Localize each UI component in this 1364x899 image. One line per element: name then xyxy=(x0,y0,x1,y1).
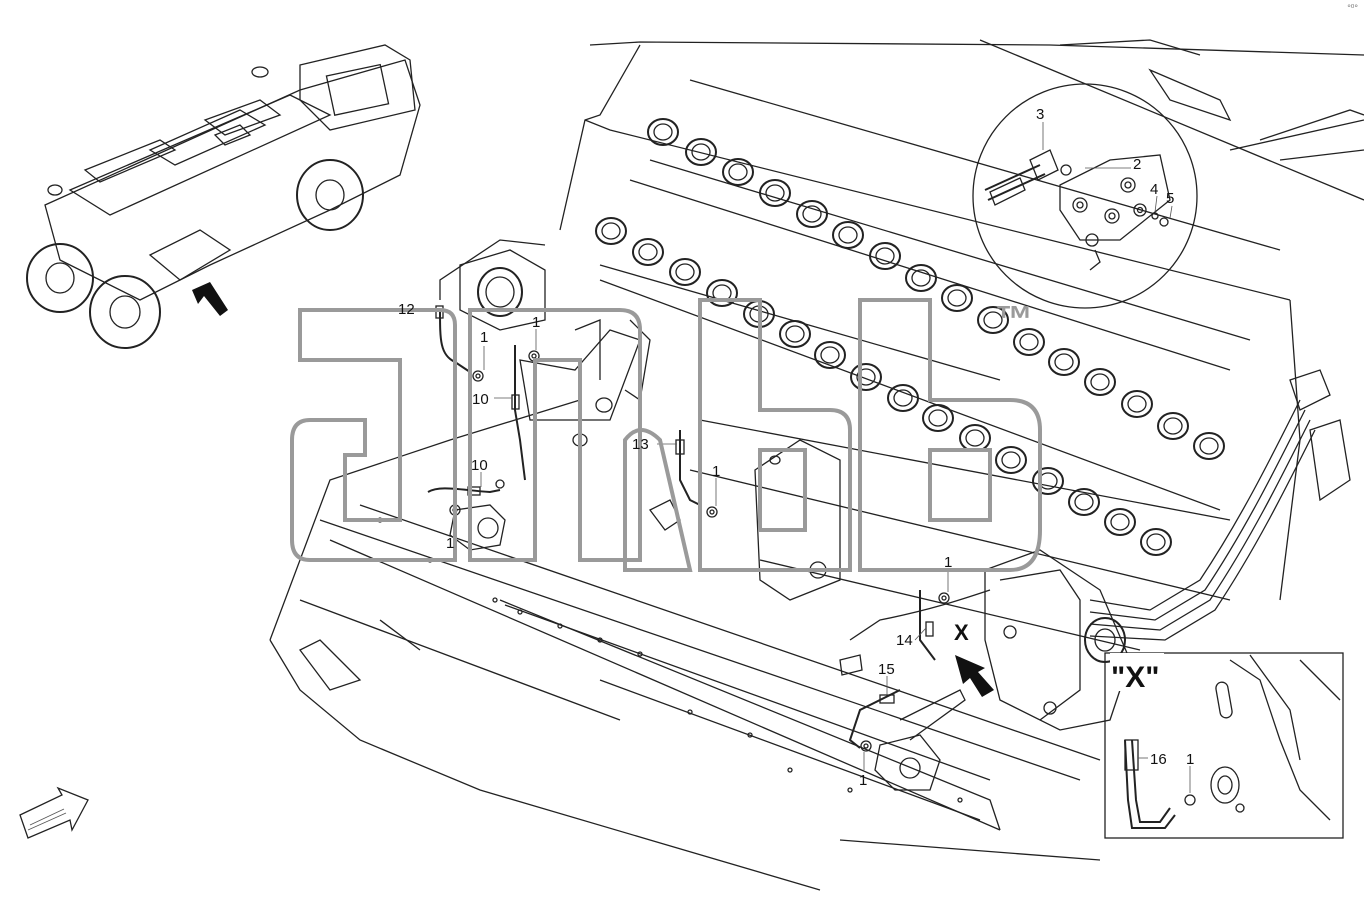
detail-view-label: "X" xyxy=(1111,661,1159,694)
callout-labels: 3 2 4 5 12 1 1 10 10 1 13 1 1 14 15 1 16… xyxy=(398,106,1194,789)
callout-label: 4 xyxy=(1150,181,1158,198)
callout-label: 14 xyxy=(896,632,913,649)
main-frame-assembly xyxy=(269,39,1364,891)
callout-label: 3 xyxy=(1036,106,1044,123)
callout-label: 1 xyxy=(1186,751,1194,768)
callout-label: 1 xyxy=(532,314,540,331)
callout-label: 10 xyxy=(471,457,488,474)
amb-watermark: ™ xyxy=(290,298,1042,572)
corner-mark: °⁰° xyxy=(1347,3,1358,13)
callout-label: 2 xyxy=(1133,156,1141,173)
machine-overview-thumbnail xyxy=(26,44,421,349)
detail-view-x-box xyxy=(1104,652,1344,839)
callout-label: 13 xyxy=(632,436,649,453)
trademark-symbol: ™ xyxy=(995,299,1033,341)
callout-label: 16 xyxy=(1150,751,1167,768)
callout-label: 15 xyxy=(878,661,895,678)
callout-label: 1 xyxy=(712,463,720,480)
callout-label: 1 xyxy=(859,772,867,789)
circular-detail-view xyxy=(972,83,1198,309)
orientation-arrow xyxy=(19,786,89,839)
view-direction-arrow-x xyxy=(955,655,994,697)
callout-label: 1 xyxy=(480,329,488,346)
callout-label: 5 xyxy=(1166,190,1174,207)
callout-label: 1 xyxy=(446,535,454,552)
callout-label: 10 xyxy=(472,391,489,408)
callout-label: 1 xyxy=(944,554,952,571)
drum-teeth-row-upper xyxy=(647,118,1225,460)
callout-label: 12 xyxy=(398,301,415,318)
drum-teeth-row-lower xyxy=(595,217,1172,556)
view-marker-x: X xyxy=(954,620,969,645)
